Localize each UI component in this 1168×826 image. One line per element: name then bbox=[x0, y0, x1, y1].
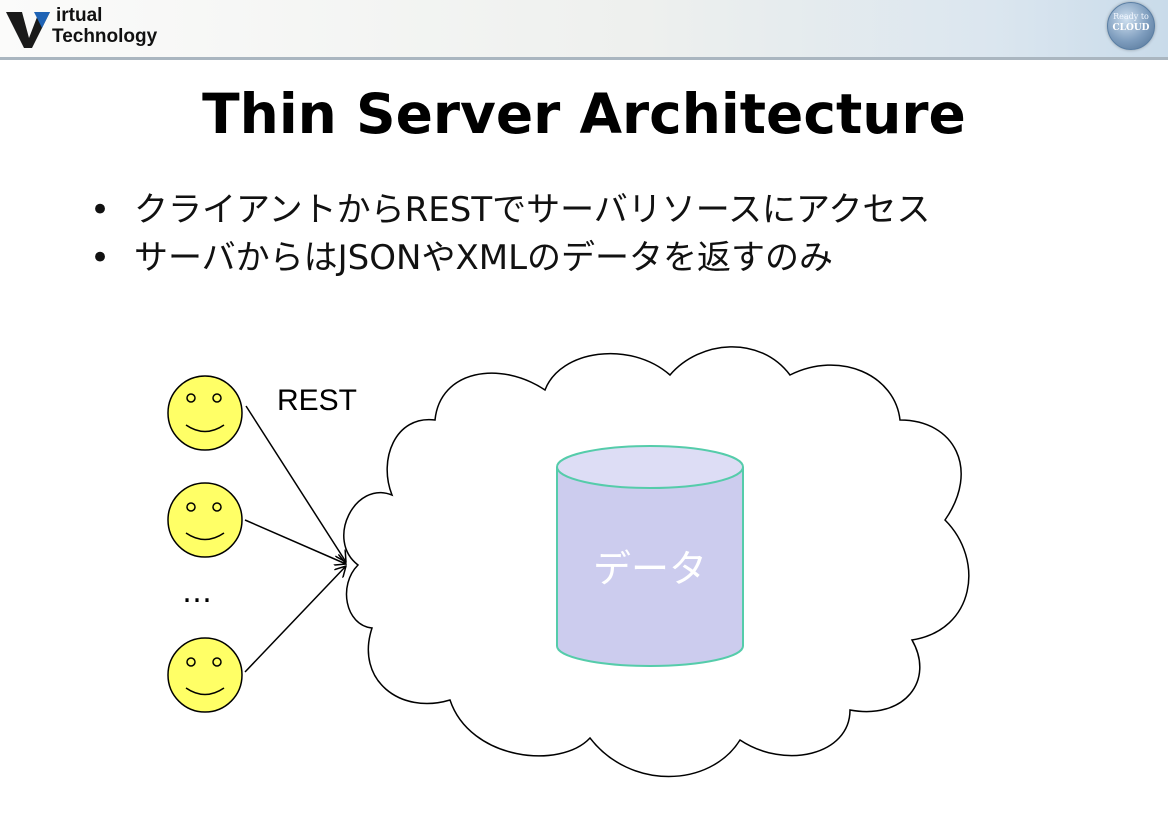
badge-text-line2: CLOUD bbox=[1112, 23, 1150, 33]
client-face-1 bbox=[167, 375, 243, 451]
bullet-text: サーバからはJSONやXMLのデータを返すのみ bbox=[134, 238, 834, 278]
ellipsis-label: … bbox=[182, 575, 212, 610]
header-divider bbox=[0, 57, 1168, 60]
bullet-list: • クライアントからRESTでサーバリソースにアクセス • サーバからはJSONやX… bbox=[90, 186, 930, 282]
logo-text-line1: irtual bbox=[56, 5, 103, 26]
client-face-2 bbox=[167, 482, 243, 558]
client-face-3 bbox=[167, 637, 243, 713]
bullet-dot-icon: • bbox=[90, 238, 111, 278]
bullet-item: • クライアントからRESTでサーバリソースにアクセス bbox=[90, 186, 930, 234]
rest-label: REST bbox=[277, 384, 357, 417]
bullet-item: • サーバからはJSONやXMLのデータを返すのみ bbox=[90, 234, 930, 282]
ready-to-cloud-badge: Ready to CLOUD bbox=[1107, 2, 1155, 50]
logo-v-icon bbox=[6, 12, 50, 48]
badge-text-line1: Ready to bbox=[1113, 12, 1149, 21]
slide-title: Thin Server Architecture bbox=[202, 82, 966, 146]
slide-header: irtual Technology Ready to CLOUD bbox=[0, 0, 1168, 60]
rest-arrow-3 bbox=[244, 566, 346, 673]
rest-arrow-2 bbox=[244, 519, 346, 564]
logo-text-line2: Technology bbox=[52, 26, 158, 47]
database-cylinder bbox=[556, 445, 744, 667]
bullet-dot-icon: • bbox=[90, 190, 111, 230]
company-logo: irtual Technology bbox=[4, 4, 174, 48]
database-label: データ bbox=[593, 547, 707, 591]
bullet-text: クライアントからRESTでサーバリソースにアクセス bbox=[134, 190, 931, 230]
rest-arrow-1 bbox=[245, 405, 346, 562]
